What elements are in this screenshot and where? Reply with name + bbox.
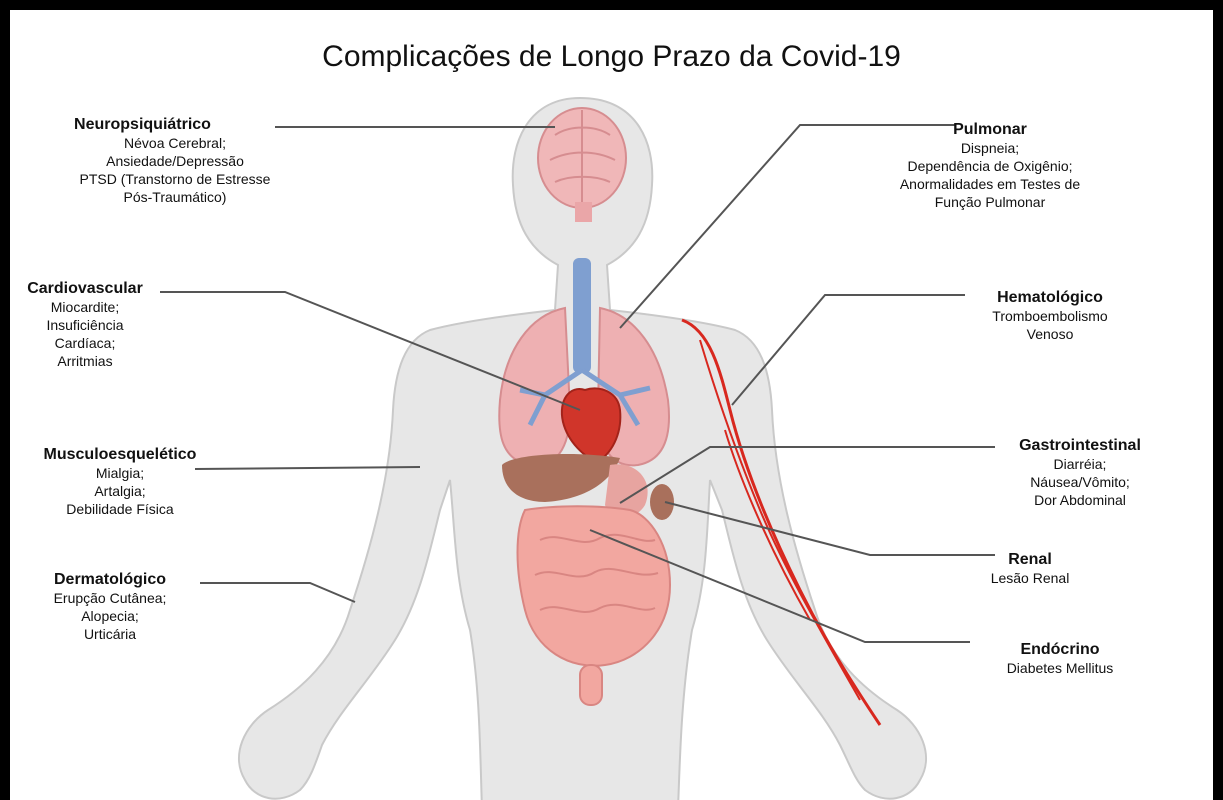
group-line: Função Pulmonar (865, 193, 1115, 211)
group-line: Arritmias (10, 352, 160, 370)
group-renal: Renal Lesão Renal (970, 550, 1090, 587)
group-heading: Hematológico (965, 288, 1135, 307)
group-heading: Musculoesquelético (15, 445, 225, 464)
group-heading: Cardiovascular (10, 279, 160, 298)
group-hematologico: Hematológico Tromboembolismo Venoso (965, 288, 1135, 343)
group-line: PTSD (Transtorno de Estresse (40, 170, 310, 188)
group-heading: Pulmonar (865, 120, 1115, 139)
group-line: Mialgia; (15, 464, 225, 482)
group-line: Erupção Cutânea; (20, 589, 200, 607)
group-line: Tromboembolismo (965, 307, 1135, 325)
group-musculoesqueletico: Musculoesquelético Mialgia; Artalgia; De… (15, 445, 225, 518)
group-line: Dor Abdominal (985, 491, 1175, 509)
kidney (650, 484, 674, 520)
group-heading: Renal (970, 550, 1090, 569)
group-cardiovascular: Cardiovascular Miocardite; Insuficiência… (10, 279, 160, 370)
group-endocrino: Endócrino Diabetes Mellitus (985, 640, 1135, 677)
group-line: Ansiedade/Depressão (40, 152, 310, 170)
page-title: Complicações de Longo Prazo da Covid-19 (10, 40, 1203, 74)
group-heading: Endócrino (985, 640, 1135, 659)
brain-stem (575, 202, 592, 222)
group-line: Dependência de Oxigênio; (865, 157, 1115, 175)
group-line: Anormalidades em Testes de (865, 175, 1115, 193)
group-line: Diarréia; (985, 455, 1175, 473)
intestines (518, 506, 671, 666)
group-line: Miocardite; (10, 298, 160, 316)
group-gastrointestinal: Gastrointestinal Diarréia; Náusea/Vômito… (985, 436, 1175, 509)
group-heading: Gastrointestinal (985, 436, 1175, 455)
rectum (580, 665, 602, 705)
group-line: Lesão Renal (970, 569, 1090, 587)
group-dermatologico: Dermatológico Erupção Cutânea; Alopecia;… (20, 570, 200, 643)
group-line: Pós-Traumático) (40, 188, 310, 206)
group-line: Venoso (965, 325, 1135, 343)
group-line: Dispneia; (865, 139, 1115, 157)
group-line: Urticária (20, 625, 200, 643)
leader-dermato (200, 583, 355, 602)
group-line: Debilidade Física (15, 500, 225, 518)
group-line: Náusea/Vômito; (985, 473, 1175, 491)
group-line: Diabetes Mellitus (985, 659, 1135, 677)
group-pulmonar: Pulmonar Dispneia; Dependência de Oxigên… (865, 120, 1115, 211)
trachea (573, 258, 591, 373)
group-line: Cardíaca; (10, 334, 160, 352)
group-line: Névoa Cerebral; (40, 134, 310, 152)
group-line: Alopecia; (20, 607, 200, 625)
leader-renal (665, 502, 995, 555)
group-neuropsiquiatrico: Neuropsiquiátrico Névoa Cerebral; Ansied… (40, 115, 310, 206)
group-heading: Neuropsiquiátrico (40, 115, 310, 134)
group-line: Insuficiência (10, 316, 160, 334)
group-line: Artalgia; (15, 482, 225, 500)
group-heading: Dermatológico (20, 570, 200, 589)
